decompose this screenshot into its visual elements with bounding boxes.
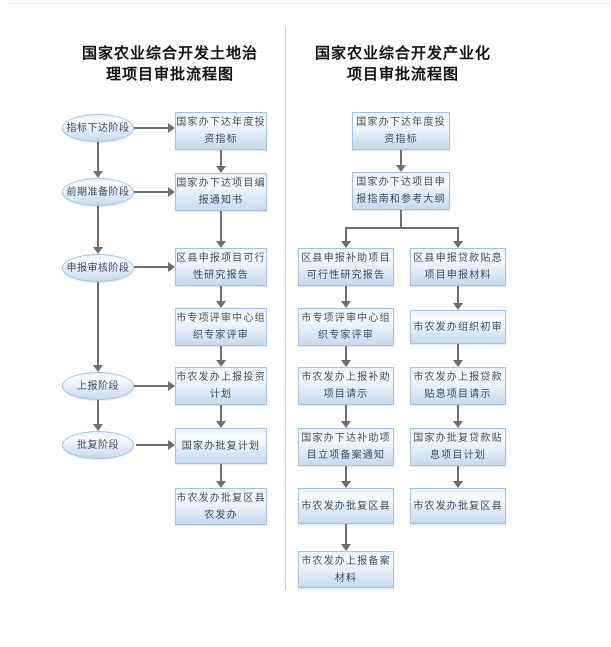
- step-investment-plan-submission: 市农发办上报投资 计划: [175, 367, 267, 405]
- arrow-right: [134, 385, 168, 387]
- arrow-down: [457, 405, 459, 421]
- step-approve-county-office: 市农发办批复区县 农发办: [175, 488, 267, 525]
- arrow-down: [345, 466, 347, 481]
- step-annual-investment-quota: 国家办下达年度投 资指标: [175, 112, 267, 150]
- step-filing-materials-submission: 市农发办上报备案 材料: [298, 551, 394, 588]
- branch-stem-line: [400, 210, 402, 228]
- step-expert-review: 市专项评审中心组 织专家评审: [298, 308, 394, 346]
- arrow-down: [345, 286, 347, 301]
- stage-approval: 批复阶段: [62, 431, 134, 459]
- arrow-right: [134, 266, 168, 268]
- arrow-down: [220, 405, 222, 421]
- arrow-right: [134, 191, 168, 193]
- arrow-down: [345, 346, 347, 360]
- left-chart-title: 国家农业综合开发土地治 理项目审批流程图: [81, 46, 258, 83]
- chart-separator-line: [285, 27, 286, 590]
- step-subsidy-filing-notice: 国家办下达补助项 目立项备案通知: [298, 428, 394, 466]
- stage-preparation: 前期准备阶段: [62, 178, 134, 206]
- step-loan-plan-approval: 国家办批复贷款贴 息项目计划: [410, 428, 506, 466]
- arrow-down: [345, 405, 347, 421]
- arrow-down: [345, 524, 347, 544]
- arrow-down: [457, 286, 459, 303]
- arrow-down: [457, 344, 459, 360]
- right-chart-title: 国家农业综合开发产业化 项目审批流程图: [314, 46, 491, 83]
- arrow-down: [220, 150, 222, 166]
- arrow-down: [400, 150, 402, 165]
- step-application-guide-outline: 国家办下达项目申 报指南和参考大纲: [352, 172, 450, 210]
- step-approve-county: 市农发办批复区县: [298, 488, 394, 524]
- stage-application-review: 申报审核阶段: [62, 254, 134, 282]
- arrow-down: [220, 464, 222, 481]
- arrow-down: [220, 211, 222, 241]
- step-expert-review: 市专项评审中心组 织专家评审: [175, 308, 267, 346]
- step-loan-request-submission: 市农发办上报贷款 贴息项目请示: [410, 367, 506, 405]
- arrow-down: [97, 142, 99, 171]
- step-annual-investment-quota: 国家办下达年度投 资指标: [352, 112, 450, 150]
- branch-cross-line: [345, 227, 459, 229]
- stage-submission: 上报阶段: [62, 372, 134, 400]
- step-project-compilation-notice: 国家办下达项目编 报通知书: [175, 173, 267, 211]
- step-initial-review: 市农发办组织初审: [410, 310, 506, 344]
- top-divider-line: [8, 3, 611, 4]
- arrow-down: [220, 346, 222, 360]
- arrow-right: [136, 444, 168, 446]
- arrow-down: [457, 466, 459, 481]
- arrow-down: [457, 228, 459, 241]
- arrow-down: [345, 228, 347, 241]
- step-national-plan-approval: 国家办批复计划: [175, 428, 267, 464]
- arrow-down: [220, 286, 222, 301]
- arrow-right: [134, 127, 168, 129]
- step-county-feasibility-report: 区县申报项目可行 性研究报告: [175, 248, 267, 286]
- step-county-subsidy-feasibility: 区县申报补助项目 可行性研究报告: [298, 248, 394, 286]
- step-approve-county: 市农发办批复区县: [410, 488, 506, 524]
- step-subsidy-request-submission: 市农发办上报补助 项目请示: [298, 367, 394, 405]
- step-county-loan-materials: 区县申报贷款贴息 项目申报材料: [410, 248, 506, 286]
- arrow-down: [97, 282, 99, 365]
- stage-indicator-issuance: 指标下达阶段: [62, 114, 134, 142]
- arrow-down: [97, 400, 99, 424]
- arrow-down: [97, 206, 99, 247]
